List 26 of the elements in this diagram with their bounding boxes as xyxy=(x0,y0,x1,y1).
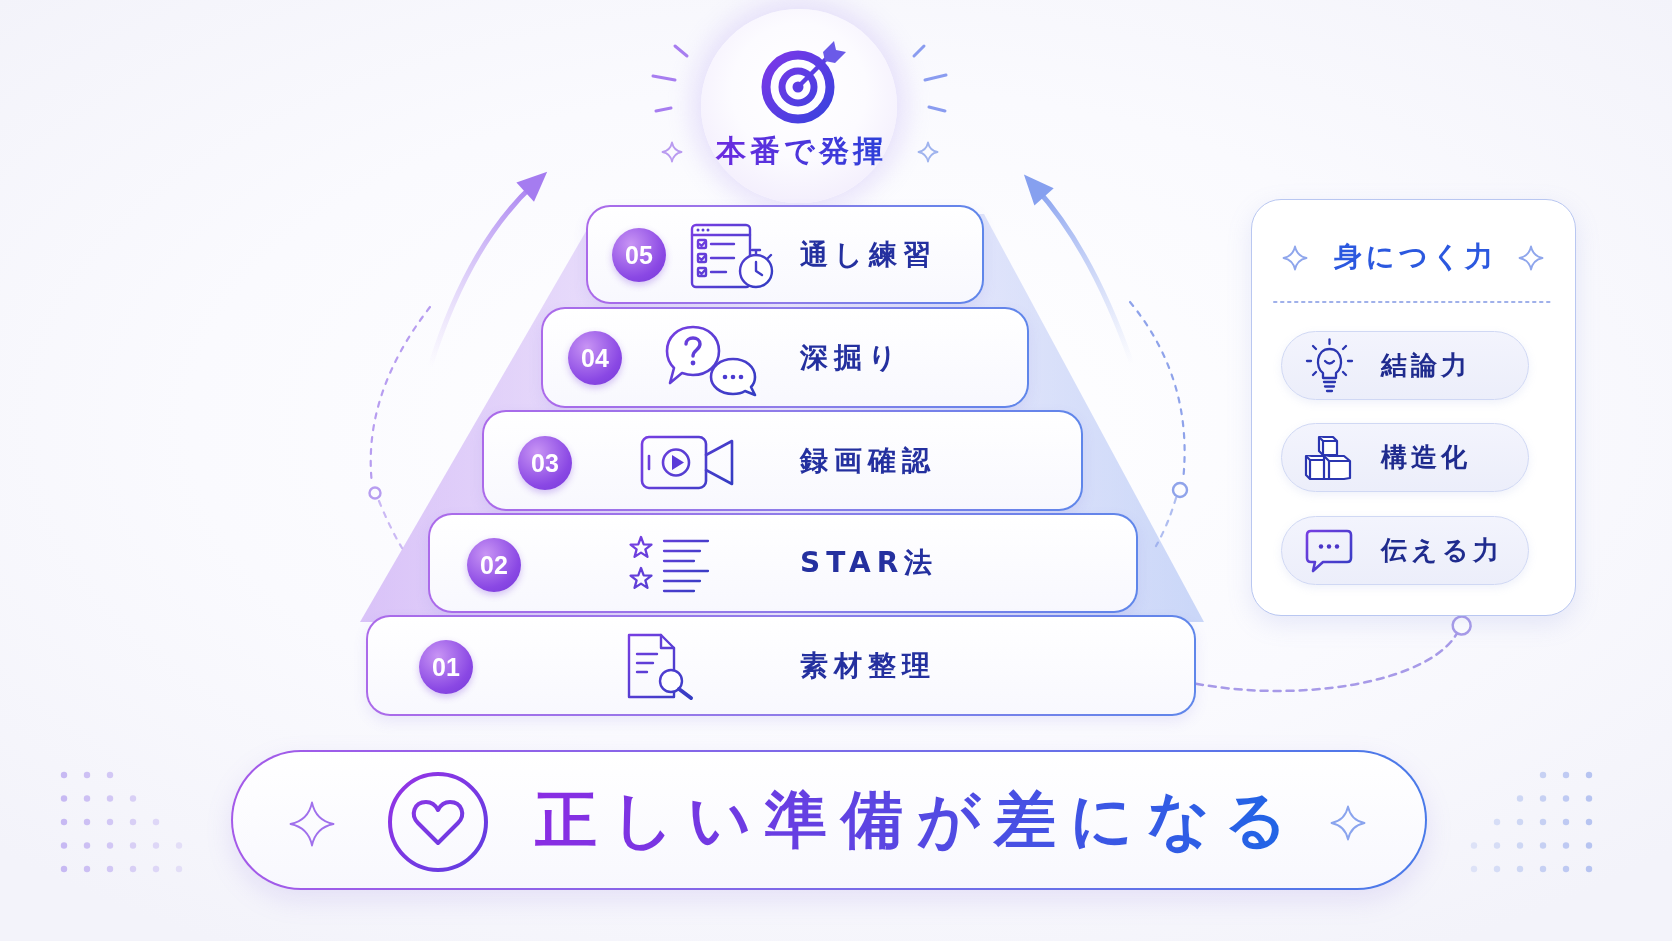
step-number: 02 xyxy=(480,552,508,578)
step-box xyxy=(428,513,1138,613)
step-number: 01 xyxy=(432,654,460,680)
step-number: 05 xyxy=(625,242,653,268)
step-label: 録画確認 xyxy=(800,443,936,478)
step-box xyxy=(541,307,1029,408)
skills-panel xyxy=(1251,199,1576,616)
number-badge xyxy=(612,228,666,282)
step-number: 04 xyxy=(581,345,609,371)
step-label: 素材整理 xyxy=(800,648,936,683)
step-label: 通し練習 xyxy=(800,237,937,272)
panel-title: 身につく力 xyxy=(1333,240,1497,274)
number-badge xyxy=(419,640,473,694)
skill-label: 結論力 xyxy=(1381,349,1471,382)
step-label: STAR法 xyxy=(800,546,939,580)
number-badge xyxy=(518,436,572,490)
dashed-connector xyxy=(1194,614,1471,693)
number-badge xyxy=(568,331,622,385)
step-label: 深掘り xyxy=(800,340,903,375)
number-badge xyxy=(467,538,521,592)
skill-label: 伝える力 xyxy=(1381,534,1503,567)
step-number: 03 xyxy=(531,450,559,476)
step-box xyxy=(482,410,1083,511)
step-box xyxy=(366,615,1196,716)
skill-label: 構造化 xyxy=(1381,441,1471,474)
step-box xyxy=(586,205,984,304)
